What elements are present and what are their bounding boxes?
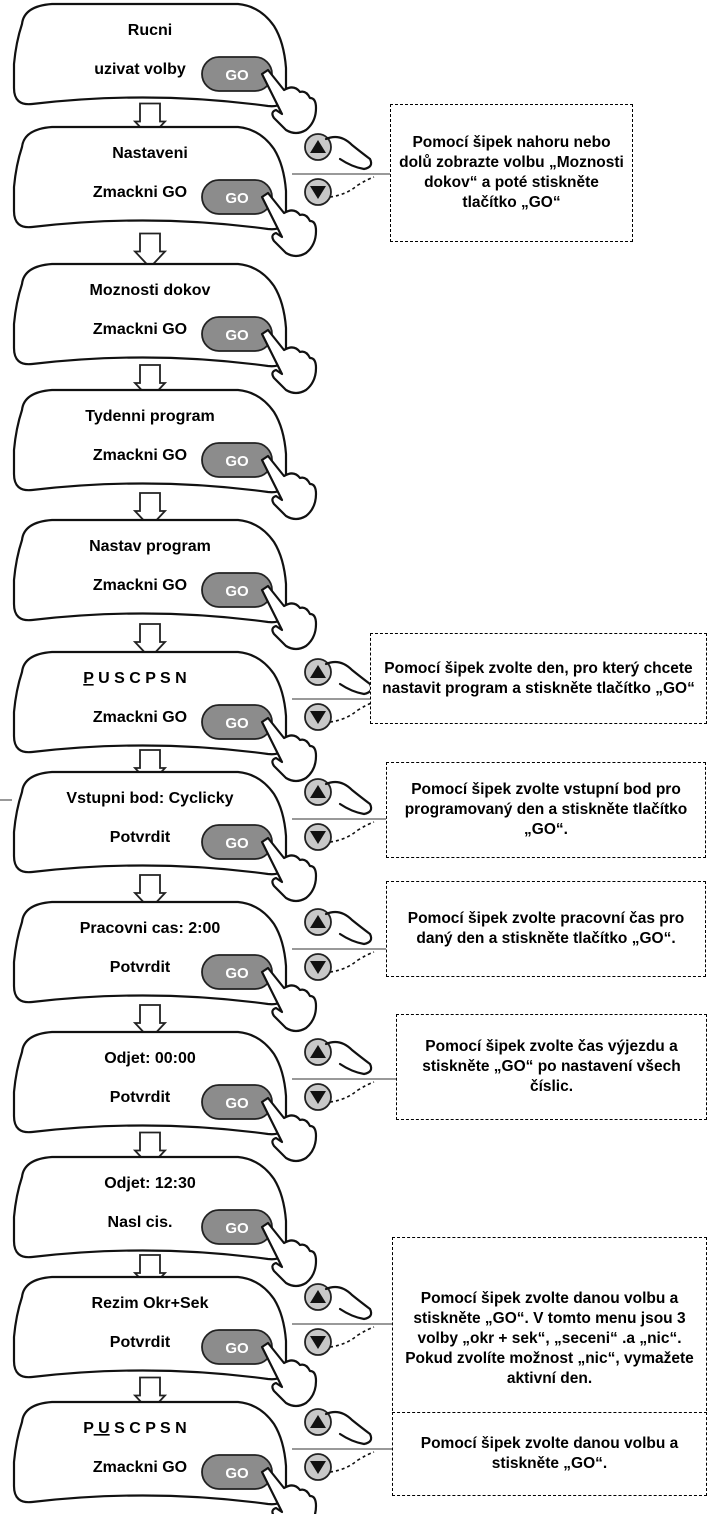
go-button-label: GO: [225, 1220, 249, 1237]
screen-line-1: Odjet: 12:30: [104, 1175, 196, 1192]
screen-line-1: Tydenni program: [85, 408, 215, 425]
hand-dotted-icon: [329, 1451, 375, 1473]
arrow-up-icon: [310, 665, 326, 678]
screen-line-2: Zmackni GO: [93, 1459, 187, 1476]
instruction-note: Pomocí šipek zvolte pracovní čas pro dan…: [386, 881, 706, 977]
screen-line-2: Potvrdit: [110, 829, 171, 846]
screen-line-2: Potvrdit: [110, 1089, 171, 1106]
go-button-label: GO: [225, 715, 249, 732]
pointing-hand-icon: [260, 1096, 318, 1163]
hand-dotted-icon: [329, 951, 375, 973]
go-button-label: GO: [225, 1340, 249, 1357]
instruction-text: Pomocí šipek zvolte den, pro který chcet…: [382, 659, 695, 697]
screen-line-2: uzivat volby: [94, 61, 186, 78]
hand-dotted-icon: [329, 176, 375, 198]
screen-line-1: Nastaveni: [112, 145, 188, 162]
hand-outline-icon: [324, 135, 373, 171]
screen-line-1: Odjet: 00:00: [104, 1050, 196, 1067]
flow-arrow: [132, 232, 168, 269]
hand-outline-icon: [324, 1040, 373, 1076]
pointing-hand-icon: [260, 191, 318, 258]
screen-line-2: Zmackni GO: [93, 447, 187, 464]
go-button-label: GO: [225, 583, 249, 600]
pointing-hand-icon: [260, 1221, 318, 1288]
instruction-text: Pomocí šipek zvolte čas výjezdu a stiskn…: [422, 1038, 681, 1095]
instruction-text: Pomocí šipek nahoru nebo dolů zobrazte v…: [399, 134, 624, 211]
pointing-hand-icon: [260, 966, 318, 1033]
go-button-label: GO: [225, 835, 249, 852]
go-button-label: GO: [225, 1095, 249, 1112]
go-button-label: GO: [225, 327, 249, 344]
go-button-label: GO: [225, 965, 249, 982]
pointing-hand-icon: [260, 584, 318, 651]
pointing-hand-icon: [260, 1466, 318, 1514]
screen-line-1: Vstupni bod: Cyclicky: [66, 790, 233, 807]
hand-outline-icon: [324, 1410, 373, 1446]
hand-dotted-icon: [329, 1081, 375, 1103]
arrow-down-icon: [310, 1336, 326, 1349]
screen-line-1: Pracovni cas: 2:00: [80, 920, 221, 937]
arrow-up-icon: [310, 1045, 326, 1058]
instruction-note: Pomocí šipek zvolte čas výjezdu a stiskn…: [396, 1014, 707, 1120]
go-button-label: GO: [225, 190, 249, 207]
arrow-up-icon: [310, 140, 326, 153]
instruction-text: Pomocí šipek zvolte vstupní bod pro prog…: [404, 781, 688, 838]
arrow-up-icon: [310, 915, 326, 928]
screen-line-2: Zmackni GO: [93, 577, 187, 594]
hand-outline-icon: [324, 660, 373, 696]
go-button-label: GO: [225, 453, 249, 470]
instruction-text: Pomocí šipek zvolte danou volbu a stiskn…: [405, 1290, 694, 1387]
hand-outline-icon: [324, 910, 373, 946]
instruction-note: Pomocí šipek zvolte vstupní bod pro prog…: [386, 762, 706, 858]
instruction-text: Pomocí šipek zvolte pracovní čas pro dan…: [407, 910, 685, 947]
screen-line-2: Nasl cis.: [108, 1214, 173, 1231]
screen-line-1: Rucni: [128, 22, 172, 39]
screen-line-2: Potvrdit: [110, 1334, 171, 1351]
screen-line-1: Nastav program: [89, 538, 211, 555]
hand-dotted-icon: [329, 701, 375, 723]
pointing-hand-icon: [260, 836, 318, 903]
screen-line-2: Zmackni GO: [93, 321, 187, 338]
instruction-note: Pomocí šipek zvolte den, pro který chcet…: [370, 633, 707, 724]
pointing-hand-icon: [260, 454, 318, 521]
instruction-text: Pomocí šipek zvolte danou volbu a stiskn…: [420, 1435, 679, 1472]
pointing-hand-icon: [260, 716, 318, 783]
hand-outline-icon: [324, 780, 373, 816]
arrow-down-icon: [310, 1461, 326, 1474]
arrow-down-icon: [310, 831, 326, 844]
screen-line-1: P U S C P S N: [83, 1420, 186, 1437]
screen-line-2: Zmackni GO: [93, 709, 187, 726]
arrow-down-icon: [310, 961, 326, 974]
pointing-hand-icon: [260, 68, 318, 135]
pointing-hand-icon: [260, 1341, 318, 1408]
go-button-label: GO: [225, 67, 249, 84]
pointing-hand-icon: [260, 328, 318, 395]
hand-outline-icon: [324, 1285, 373, 1321]
screen-line-1: P U S C P S N: [83, 670, 186, 687]
arrow-down-icon: [310, 186, 326, 199]
arrow-up-icon: [310, 1290, 326, 1303]
screen-line-2: Zmackni GO: [93, 184, 187, 201]
go-button-label: GO: [225, 1465, 249, 1482]
arrow-up-icon: [310, 1415, 326, 1428]
instruction-note: Pomocí šipek zvolte danou volbu a stiskn…: [392, 1237, 707, 1441]
arrow-up-icon: [310, 785, 326, 798]
arrow-down-icon: [310, 1091, 326, 1104]
instruction-note: Pomocí šipek zvolte danou volbu a stiskn…: [392, 1412, 707, 1496]
flow-arrow: [132, 623, 168, 660]
screen-line-2: Potvrdit: [110, 959, 171, 976]
screen-line-1: Moznosti dokov: [90, 282, 211, 299]
hand-dotted-icon: [329, 821, 375, 843]
hand-dotted-icon: [329, 1326, 375, 1348]
instruction-note: Pomocí šipek nahoru nebo dolů zobrazte v…: [390, 104, 633, 242]
screen-line-1: Rezim Okr+Sek: [92, 1295, 209, 1312]
arrow-down-icon: [310, 711, 326, 724]
